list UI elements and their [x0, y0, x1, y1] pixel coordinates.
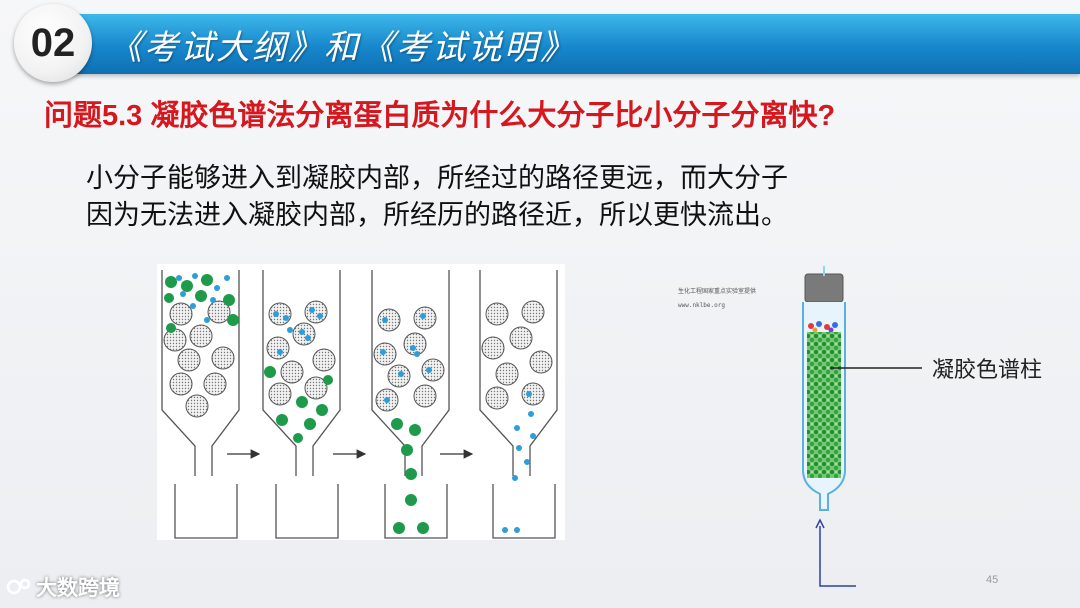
column-4	[479, 270, 558, 539]
slide-header: 《考试大纲》和《考试说明》 02	[0, 0, 1080, 86]
column-label: 凝胶色谱柱	[932, 358, 1043, 383]
figure-credit-line-1: 生化工程国家重点实验室提供	[678, 288, 757, 295]
outlet-bracket	[819, 526, 856, 587]
question-heading: 问题5.3 凝胶色谱法分离蛋白质为什么大分子比小分子分离快?	[44, 100, 836, 132]
watermark-logo-icon	[6, 578, 31, 595]
watermark: 大数跨境	[6, 572, 120, 602]
section-number-badge: 02	[14, 4, 92, 82]
answer-text: 小分子能够进入到凝胶内部，所经过的路径更远，而大分子 因为无法进入凝胶内部，所经…	[86, 160, 1046, 234]
title-banner: 《考试大纲》和《考试说明》	[62, 14, 1080, 74]
answer-line-1: 小分子能够进入到凝胶内部，所经过的路径更远，而大分子	[86, 163, 788, 194]
answer-line-2: 因为无法进入凝胶内部，所经历的路径近，所以更快流出。	[86, 200, 788, 231]
watermark-text: 大数跨境	[36, 577, 120, 600]
column-stopper	[804, 273, 844, 303]
figure-credit-line-2: www.nklbe.org	[678, 302, 725, 309]
gel-filtration-sequence-diagram	[157, 264, 565, 540]
column-3	[371, 270, 450, 539]
gel-bed	[807, 332, 841, 478]
chromatography-column-svg	[802, 266, 922, 587]
chromatography-column-figure	[670, 262, 1080, 592]
slide-title: 《考试大纲》和《考试说明》	[108, 28, 576, 68]
gel-filtration-sequence-svg	[161, 270, 558, 539]
column-2	[262, 270, 341, 539]
sample-band	[808, 321, 838, 333]
column-1	[161, 270, 240, 539]
page-number: 45	[986, 574, 999, 586]
